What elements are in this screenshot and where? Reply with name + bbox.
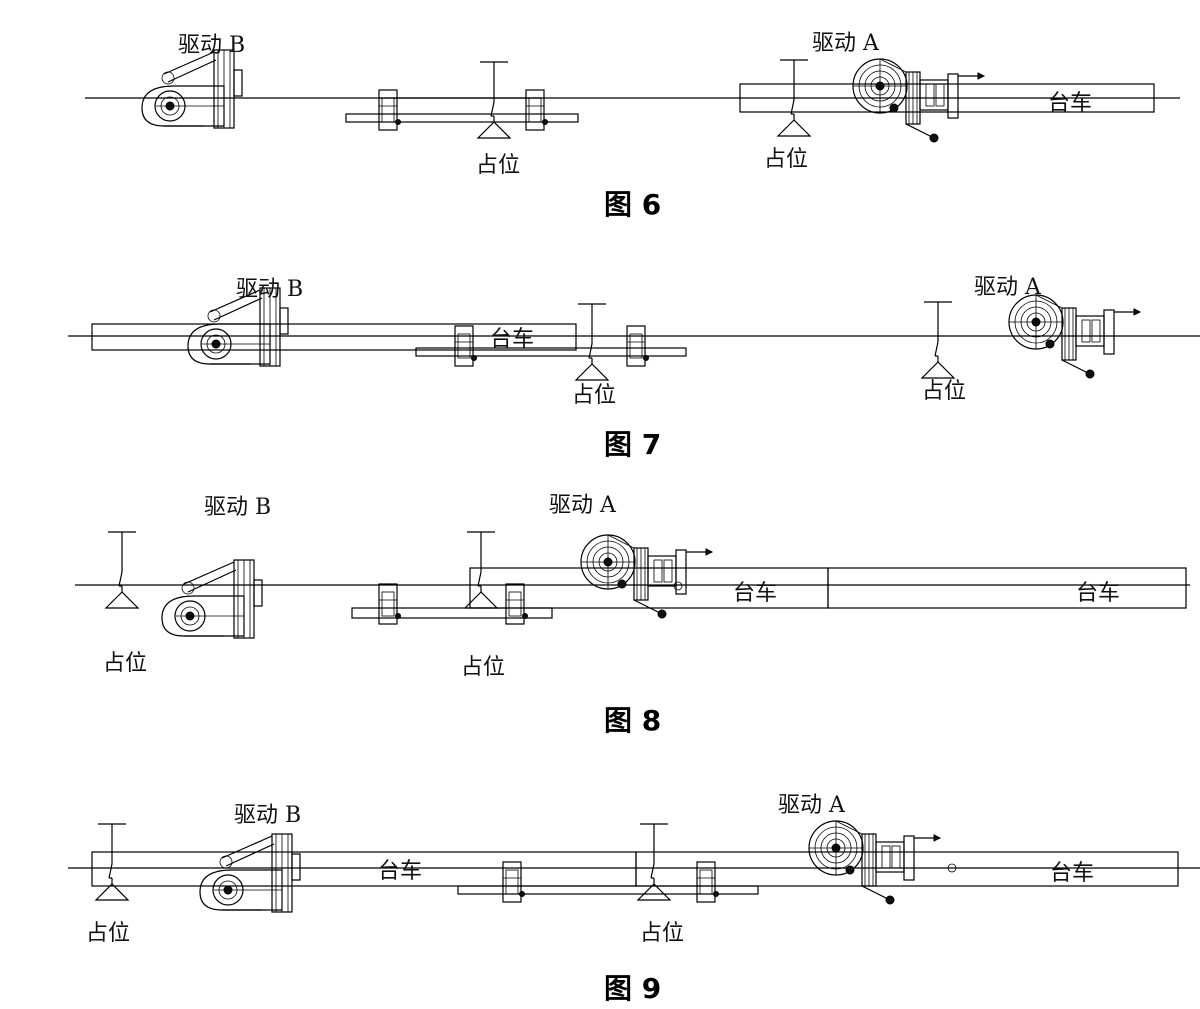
position-marker [95, 823, 129, 901]
drive-b-unit [141, 49, 243, 129]
cart-body [827, 567, 1187, 609]
cart-label: 台车 [1076, 581, 1120, 606]
position-label: 占位 [461, 655, 505, 680]
cart-body [739, 83, 1155, 113]
drive-b-unit [199, 833, 301, 913]
position-label: 占位 [476, 153, 520, 178]
position-label: 占位 [86, 921, 130, 946]
drive-a-label: 驱动 A [549, 493, 617, 518]
drive-a-label: 驱动 A [778, 793, 846, 818]
cart-label: 台车 [1048, 91, 1092, 116]
figure-caption: 图 7 [604, 428, 661, 461]
bogie [457, 861, 759, 903]
drive-b-label: 驱动 B [178, 33, 245, 58]
drive-b-label: 驱动 B [204, 495, 271, 520]
cart-body [91, 851, 637, 887]
figure-6: 驱动 B 驱动 A 占位 占位 台车 图 6 [85, 31, 1180, 221]
cart-label: 台车 [733, 581, 777, 606]
position-marker [921, 301, 955, 379]
figure-caption: 图 6 [604, 188, 661, 221]
drive-a-label: 驱动 A [974, 275, 1042, 300]
position-marker [105, 531, 139, 609]
drive-a-unit [580, 534, 713, 619]
cart-body [635, 851, 1179, 887]
position-marker [477, 61, 511, 139]
cart-label: 台车 [490, 327, 534, 352]
bogie [351, 583, 553, 625]
drive-a-unit [852, 58, 985, 143]
drive-b-unit [161, 559, 263, 639]
cart-label: 台车 [378, 859, 422, 884]
drive-a-label: 驱动 A [812, 31, 880, 56]
drive-b-label: 驱动 B [234, 803, 301, 828]
position-marker [575, 303, 609, 381]
figure-caption: 图 8 [604, 704, 661, 737]
figure-8: 驱动 B 驱动 A 台车 台车 占位 占位 图 8 [75, 493, 1190, 737]
position-label: 占位 [922, 379, 966, 404]
position-label: 占位 [103, 651, 147, 676]
cart-label: 台车 [1050, 861, 1094, 886]
drive-b-label: 驱动 B [236, 277, 303, 302]
position-marker [637, 823, 671, 901]
figure-7: 驱动 B 驱动 A 台车 占位 占位 图 7 [68, 275, 1200, 461]
drive-a-unit [808, 820, 941, 905]
position-label: 占位 [764, 147, 808, 172]
figure-caption: 图 9 [604, 972, 661, 1005]
figure-9: 驱动 B 驱动 A 台车 台车 占位 占位 图 9 [68, 793, 1200, 1005]
cart-body [91, 323, 577, 351]
position-label: 占位 [572, 383, 616, 408]
position-label: 占位 [640, 921, 684, 946]
bogie [415, 325, 687, 367]
bogie [345, 89, 579, 131]
